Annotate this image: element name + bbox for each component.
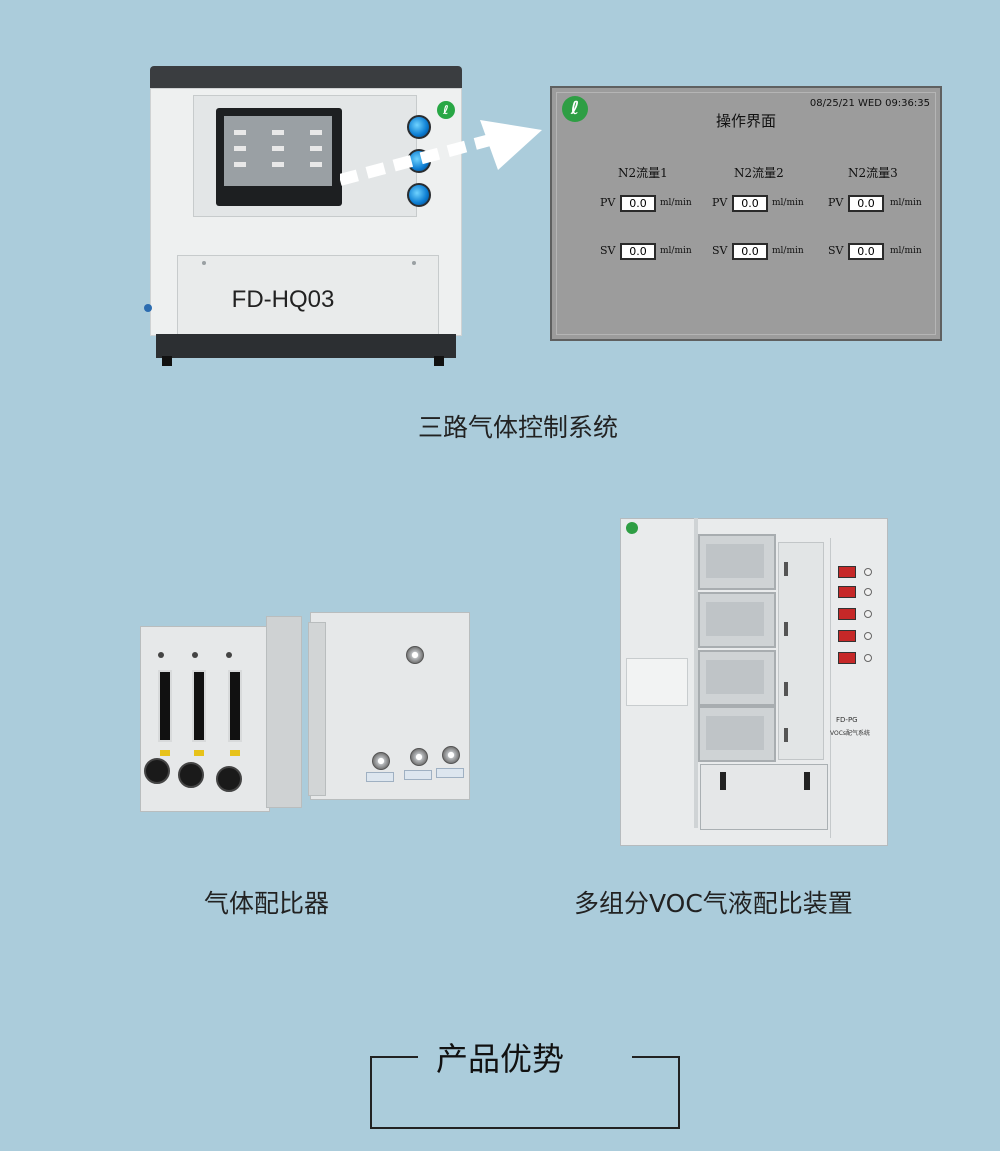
hmi-datetime: 08/25/21 WED 09:36:35 (809, 98, 930, 109)
channel-name: N2流量1 (618, 166, 668, 180)
unit-label: ml/min (660, 198, 692, 208)
hmi-title: 操作界面 (715, 112, 776, 130)
company-logo-icon (626, 522, 638, 534)
company-logo-icon: ℓ (437, 101, 455, 119)
channel-name: N2流量3 (848, 166, 898, 180)
unit-label: ml/min (660, 246, 692, 256)
pv-value-field[interactable]: 0.0 (620, 195, 656, 212)
unit-label: ml/min (890, 246, 922, 256)
pv-value-field[interactable]: 0.0 (848, 195, 884, 212)
gas-control-device-image: ℓ FD-HQ03 (144, 66, 462, 368)
pv-label: PV (600, 196, 616, 209)
unit-label: ml/min (772, 198, 804, 208)
knob-icon (216, 766, 242, 792)
sv-value-field[interactable]: 0.0 (848, 243, 884, 260)
arrow-icon (340, 120, 542, 186)
mixer-caption: 气体配比器 (204, 889, 330, 918)
blue-knob-icon (407, 115, 431, 139)
cabinet-caption: 多组分VOC气液配比装置 (574, 889, 853, 918)
blue-knob-icon (407, 183, 431, 207)
device1-caption: 三路气体控制系统 (418, 413, 619, 442)
channel-name: N2流量2 (734, 166, 784, 180)
gas-mixer-image (140, 612, 470, 812)
pv-label: PV (828, 196, 844, 209)
sv-value-field[interactable]: 0.0 (732, 243, 768, 260)
section-title: 产品优势 (435, 1040, 564, 1078)
cabinet-sublabel: VOCs配气系统 (830, 730, 871, 737)
knob-icon (178, 762, 204, 788)
pv-label: PV (712, 196, 728, 209)
unit-label: ml/min (890, 198, 922, 208)
device-touchscreen (216, 108, 342, 206)
unit-label: ml/min (772, 246, 804, 256)
sv-label: SV (712, 244, 728, 257)
sv-label: SV (600, 244, 616, 257)
sv-label: SV (828, 244, 844, 257)
voc-cabinet-image: FD-PG VOCs配气系统 (620, 518, 888, 848)
company-logo-icon: ℓ (562, 96, 588, 122)
cabinet-label: FD-PG (836, 716, 858, 724)
device-model-label: FD-HQ03 (231, 286, 335, 313)
sv-value-field[interactable]: 0.0 (620, 243, 656, 260)
section-header-frame (370, 1056, 680, 1129)
pv-value-field[interactable]: 0.0 (732, 195, 768, 212)
knob-icon (144, 758, 170, 784)
hmi-screen-panel: ℓ 操作界面 08/25/21 WED 09:36:35 N2流量1 N2流量2… (550, 86, 942, 341)
